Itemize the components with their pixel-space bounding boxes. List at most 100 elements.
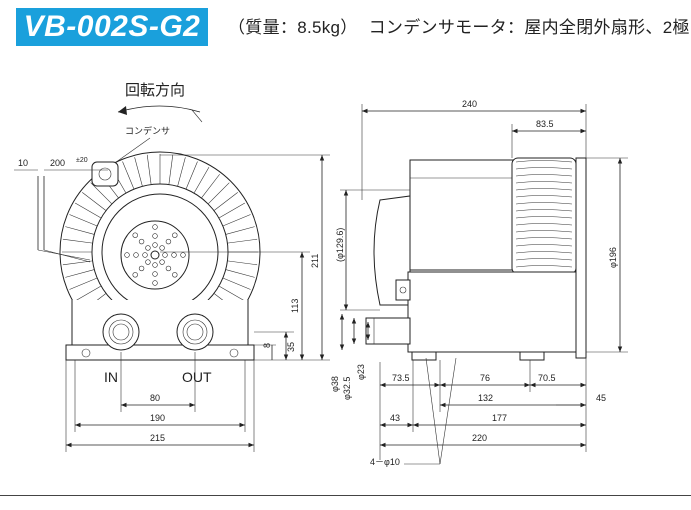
blower-base xyxy=(71,300,249,346)
side-fin xyxy=(515,181,573,184)
out-label: OUT xyxy=(182,369,212,385)
mount-hole xyxy=(81,348,91,358)
dim-holes: 4－φ10 xyxy=(370,457,400,467)
dim-211: 211 xyxy=(310,254,320,268)
motor-text: コンデンサモータ：屋内全閉外扇形、2極 xyxy=(368,18,690,37)
pipe-stub xyxy=(365,317,411,345)
grill-slot xyxy=(152,224,158,230)
cooling-fin xyxy=(69,277,98,290)
grill-slot xyxy=(152,271,158,277)
grill-slot xyxy=(132,272,138,278)
dim-190: 190 xyxy=(150,413,165,423)
dim-phi-129-6: (φ129.6) xyxy=(335,228,345,262)
grill-slot xyxy=(138,265,145,272)
mount-hole xyxy=(229,348,239,358)
dim-220: 220 xyxy=(472,433,487,443)
flange-plate xyxy=(575,157,587,359)
grill-slot xyxy=(138,238,145,245)
cooling-fin xyxy=(65,269,95,278)
grill-slot xyxy=(162,252,168,258)
side-fin xyxy=(515,237,573,240)
cooling-fin xyxy=(222,277,251,290)
grill-slot xyxy=(165,238,172,245)
grill-slot xyxy=(180,252,186,258)
dim-113: 113 xyxy=(290,299,300,313)
dim-80: 80 xyxy=(150,393,160,403)
cooling-fin xyxy=(62,238,93,244)
side-fin xyxy=(515,216,573,219)
side-fin xyxy=(515,265,573,268)
cooling-fin xyxy=(222,214,251,227)
rotation-arrow-icon xyxy=(117,105,201,113)
dim-215: 215 xyxy=(150,433,165,443)
base-plate xyxy=(65,344,255,361)
out-port xyxy=(176,313,214,351)
model-badge: VB-002S-G2 xyxy=(16,8,208,46)
rotation-arrowhead-icon xyxy=(118,106,127,115)
cooling-fin xyxy=(122,161,135,190)
dim-83-5: 83.5 xyxy=(536,119,554,129)
side-fin xyxy=(515,230,573,233)
grill-slot xyxy=(142,252,148,258)
in-port xyxy=(102,313,140,351)
grill-slot xyxy=(172,232,178,238)
dim-10: 10 xyxy=(18,158,28,168)
spec-line: （質量：8.5kg） コンデンサモータ：屋内全閉外扇形、2極 xyxy=(228,13,691,38)
grill-slot xyxy=(159,245,165,251)
cooling-fin xyxy=(74,285,102,302)
grill-slot xyxy=(152,262,158,268)
dim-phi-23: φ23 xyxy=(356,364,366,380)
rotation-label: 回転方向 xyxy=(125,82,185,99)
side-fin xyxy=(515,202,573,205)
side-fin xyxy=(515,188,573,191)
dim-177: 177 xyxy=(492,413,507,423)
side-fin xyxy=(515,174,573,177)
grill-slot xyxy=(145,245,151,251)
dim-132: 132 xyxy=(478,393,493,403)
cooling-fin xyxy=(207,182,230,205)
grill-slot xyxy=(172,272,178,278)
dim-8: 8 xyxy=(262,343,272,348)
cooling-fin xyxy=(168,154,174,185)
mass-text: （質量：8.5kg） xyxy=(228,18,358,37)
dim-phi-196: φ196 xyxy=(608,247,618,268)
cooling-fin xyxy=(146,154,152,185)
side-fin xyxy=(515,251,573,254)
dim-73-5: 73.5 xyxy=(392,373,410,383)
cooling-fin xyxy=(218,285,246,302)
blower-body-side xyxy=(407,271,577,353)
cooling-fin xyxy=(65,226,95,235)
grill-slot xyxy=(133,252,139,258)
cooling-fin xyxy=(193,166,210,194)
cooling-fin xyxy=(225,226,255,235)
grill-slot xyxy=(152,280,158,286)
dim-45: 45 xyxy=(596,393,606,403)
grill-slot xyxy=(159,259,165,265)
dim-76: 76 xyxy=(480,373,490,383)
in-label: IN xyxy=(104,369,118,385)
dim-tol: ±20 xyxy=(76,157,88,164)
capacitor-label: コンデンサ xyxy=(125,125,170,136)
side-fin xyxy=(515,209,573,212)
cooling-fin xyxy=(69,214,98,227)
grill-slot xyxy=(171,252,177,258)
grill-slot xyxy=(132,232,138,238)
dim-200: 200 xyxy=(50,158,65,168)
cooling-fin xyxy=(218,202,246,219)
motor-body xyxy=(409,159,521,271)
cooling-fin xyxy=(74,202,102,219)
dim-70-5: 70.5 xyxy=(538,373,556,383)
dim-phi-38: φ38 xyxy=(330,376,340,392)
cooling-fin xyxy=(185,161,198,190)
dim-43: 43 xyxy=(390,413,400,423)
dim-phi-32-5: φ32.5 xyxy=(342,377,352,400)
grill-slot xyxy=(165,265,172,272)
side-fin xyxy=(515,160,573,163)
motor-end-cap xyxy=(373,195,411,306)
dim-35: 35 xyxy=(286,342,296,352)
grill-slot xyxy=(152,233,158,239)
side-fin xyxy=(515,223,573,226)
cooling-fin xyxy=(134,157,143,187)
front-view: 回転方向 コンデンサ xyxy=(14,82,330,452)
